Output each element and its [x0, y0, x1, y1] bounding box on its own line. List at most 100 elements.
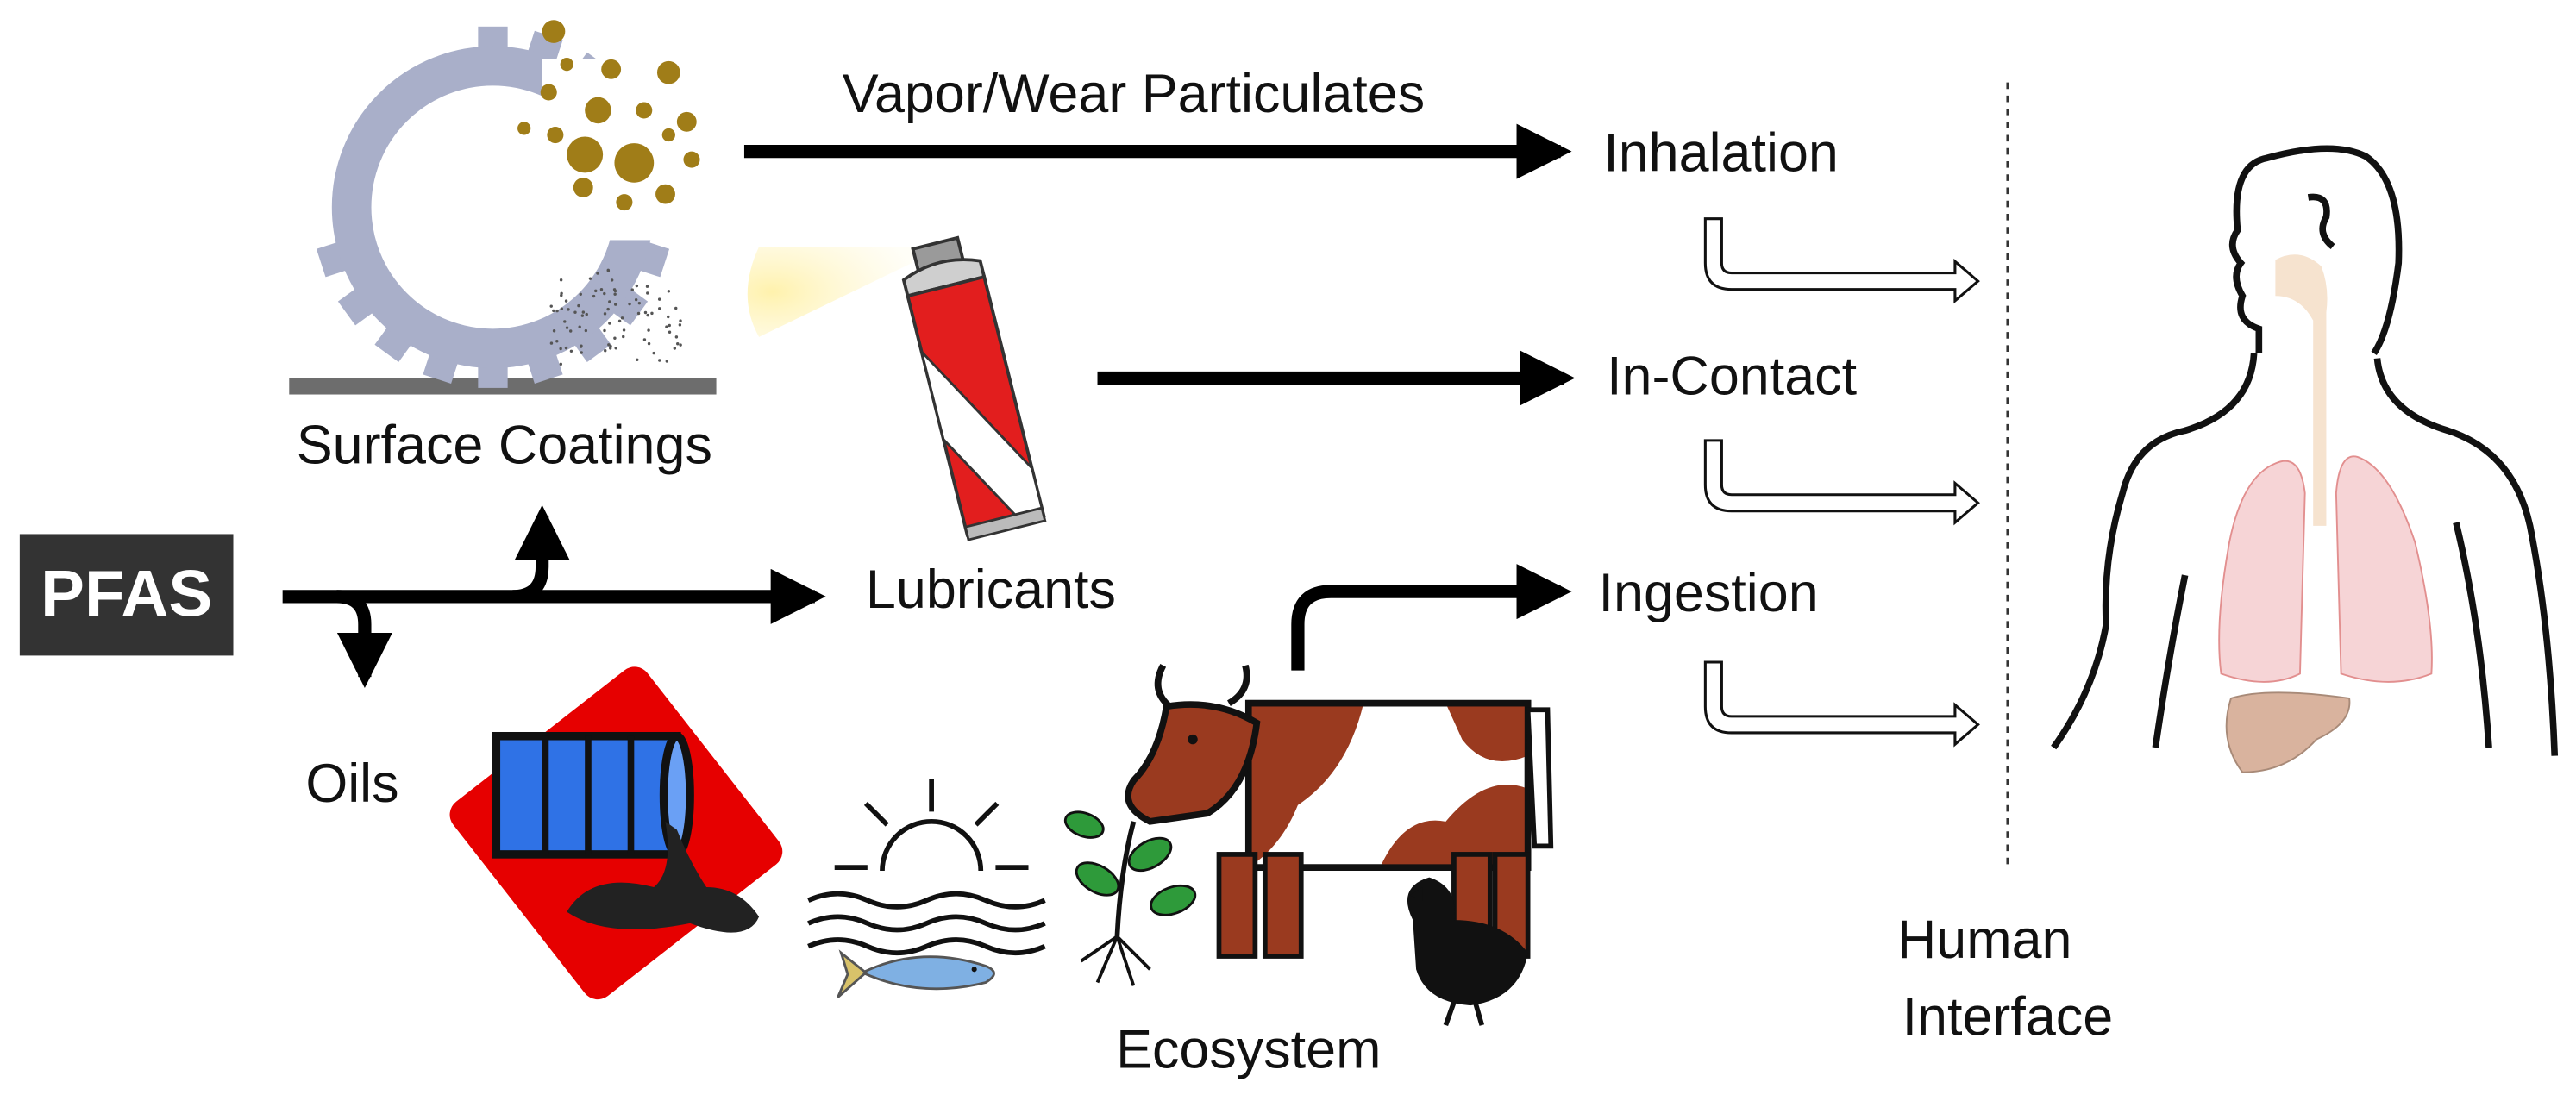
arrow-to-ingestion — [1291, 564, 1572, 671]
wear-particle — [679, 319, 682, 322]
wear-particle — [603, 312, 607, 316]
wear-particle — [573, 310, 577, 314]
wear-particle — [667, 315, 670, 319]
arrow-to-surface-coatings — [511, 504, 570, 604]
wear-particle — [610, 278, 614, 282]
wear-particle — [603, 328, 606, 333]
wear-particle — [555, 340, 559, 343]
wear-particle — [568, 329, 573, 333]
wear-particle — [622, 328, 626, 332]
wear-particle — [673, 347, 677, 350]
wear-particle — [560, 307, 564, 310]
wear-particle — [665, 360, 669, 363]
wear-particle — [637, 301, 642, 305]
wear-particle — [652, 351, 655, 355]
oil-barrel-icon — [449, 666, 783, 1000]
chicken-icon — [1407, 877, 1528, 1026]
wear-particle — [565, 326, 569, 329]
hollow-arrows — [1703, 217, 1980, 748]
wear-particle — [622, 335, 625, 339]
wear-particle — [569, 349, 573, 353]
wear-particle — [635, 284, 639, 288]
ecosystem-label: Ecosystem — [1116, 1020, 1381, 1080]
ingestion-label: Ingestion — [1599, 563, 1819, 623]
wear-particle — [676, 342, 680, 346]
organs-icon — [2218, 254, 2433, 773]
wear-particle — [563, 320, 567, 323]
human-body-icon — [2051, 145, 2559, 756]
wear-particle — [643, 310, 648, 315]
wear-particle — [646, 291, 649, 295]
cow-icon — [1125, 664, 1554, 959]
wear-particle — [581, 310, 586, 314]
wear-particle — [560, 291, 563, 296]
arrow-to-oils — [336, 590, 392, 688]
wear-particle — [559, 278, 563, 282]
wear-particle — [658, 359, 661, 362]
wear-particle — [645, 285, 649, 288]
in-contact-label: In-Contact — [1607, 347, 1857, 407]
wear-particle — [559, 347, 562, 351]
wear-particle — [599, 287, 604, 291]
wear-particle — [614, 347, 617, 350]
wear-particle — [650, 311, 654, 316]
pfas-box: PFAS — [19, 534, 234, 656]
wear-particle — [674, 306, 678, 310]
wear-particle — [608, 322, 611, 325]
wear-particle — [613, 336, 617, 340]
wear-particle — [658, 307, 661, 310]
interface-label: Interface — [1902, 986, 2114, 1047]
wear-particle — [559, 362, 563, 366]
wear-particle — [613, 292, 617, 296]
surface-coatings-label: Surface Coatings — [297, 416, 712, 476]
wear-particle — [594, 289, 598, 293]
wear-particle — [577, 303, 580, 308]
wear-particle — [668, 330, 672, 334]
lubricants-label: Lubricants — [866, 560, 1116, 620]
wear-particle — [585, 312, 588, 316]
wear-particle — [647, 341, 651, 346]
wear-particle — [584, 328, 588, 333]
wear-particle — [678, 323, 682, 327]
wear-particle — [607, 343, 611, 347]
wear-particle — [580, 351, 583, 354]
right-lung-icon — [2335, 455, 2433, 683]
wear-particle — [578, 325, 581, 328]
wear-particle — [603, 291, 606, 296]
wear-particle — [647, 328, 650, 332]
wear-particle — [567, 308, 570, 311]
wear-particle — [657, 297, 661, 301]
wear-particle — [596, 272, 599, 275]
wear-particle — [588, 277, 592, 280]
wear-particle — [667, 290, 671, 293]
wear-particle — [555, 309, 559, 313]
left-lung-icon — [2218, 460, 2306, 683]
wear-particle — [552, 309, 555, 313]
particles-icon — [517, 20, 700, 211]
oils-label: Oils — [305, 754, 398, 814]
wear-particle — [642, 338, 647, 341]
wear-particle — [552, 329, 556, 333]
pfas-label: PFAS — [41, 558, 212, 631]
wear-particle — [606, 268, 610, 272]
wear-particle — [634, 297, 638, 302]
hollow-arrow-1 — [1703, 217, 1980, 304]
inhalation-label: Inhalation — [1603, 122, 1839, 183]
sun-water-icon — [807, 779, 1046, 955]
wear-particle — [564, 346, 568, 350]
flow-arrows — [282, 123, 1576, 688]
wear-particle — [564, 299, 568, 303]
wear-particle — [608, 300, 611, 303]
wear-particle — [604, 349, 607, 353]
fish-icon — [837, 949, 995, 998]
liver-icon — [2225, 691, 2351, 773]
hollow-arrow-3 — [1703, 660, 1980, 748]
wear-particle — [620, 316, 624, 320]
wear-particle — [646, 313, 649, 317]
gear-icon — [289, 26, 724, 395]
wear-particle — [617, 319, 622, 323]
wear-particle — [665, 325, 668, 328]
wear-particle — [679, 343, 682, 347]
wear-particle — [614, 303, 617, 306]
